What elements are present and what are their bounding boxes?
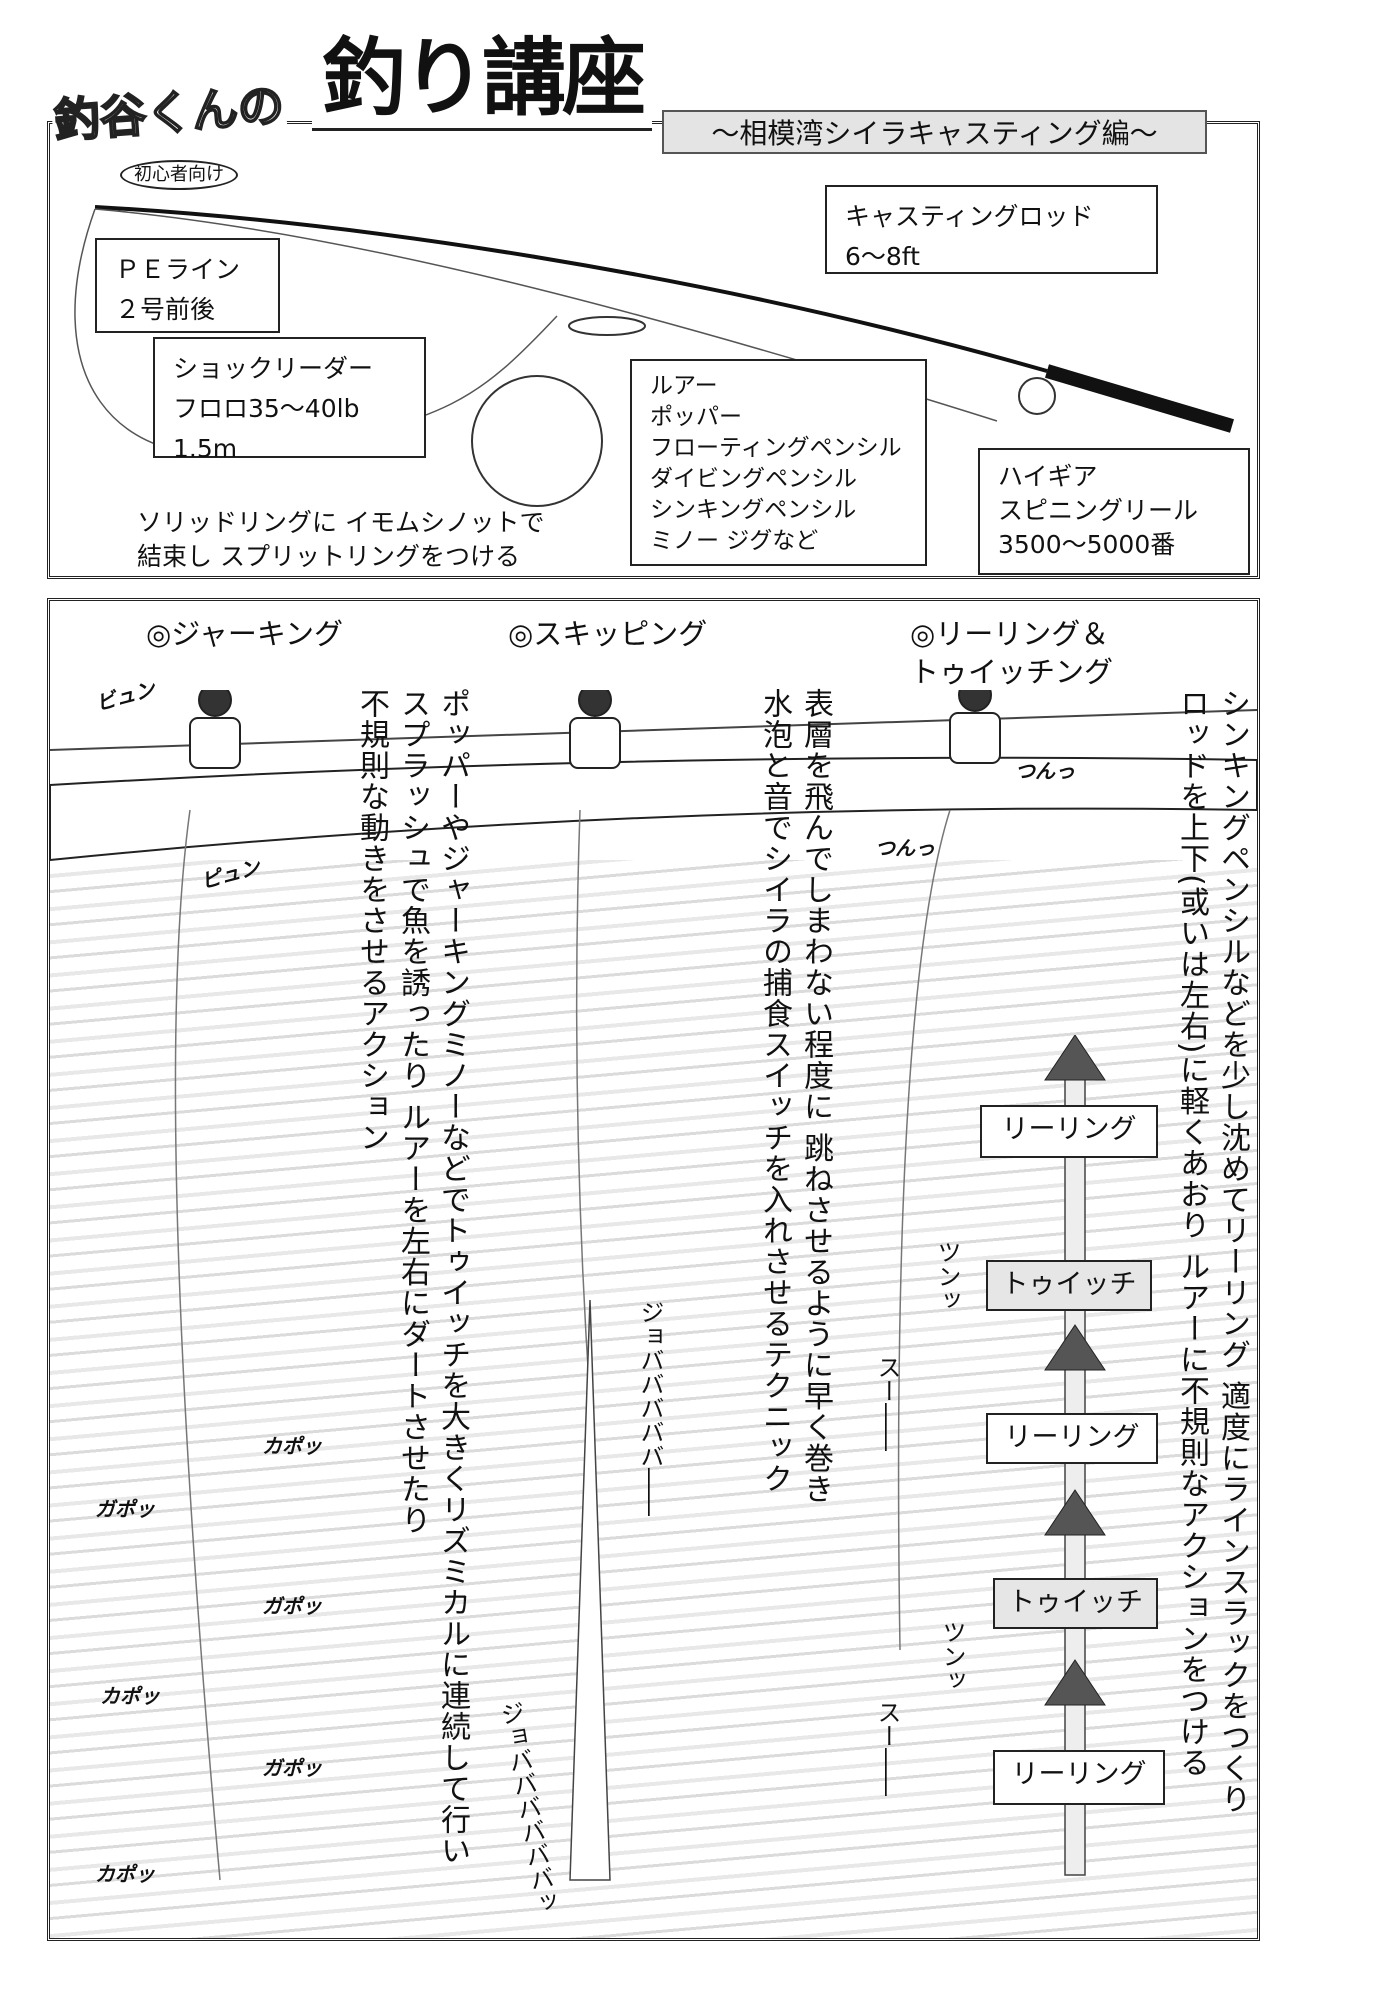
sfx: ガポッ	[262, 1756, 322, 1780]
line-paths	[174, 809, 951, 1881]
knot-caption-line: 結束し スプリットリングをつける	[137, 542, 520, 571]
sfx: ツンッ	[938, 1620, 966, 1692]
knot-detail-circle	[471, 375, 603, 507]
skipping-line	[575, 809, 591, 1401]
heading-jerking: ◎ジャーキング	[146, 617, 343, 651]
label-lure: ルアー ポッパー フローティングペンシル ダイビングペンシル シンキングペンシル…	[630, 359, 927, 566]
jerking-text-2: スプラッシュで魚を誘ったり ルアーを左右にダートさせたり	[395, 688, 430, 1536]
pe-line-name: ＰＥライン	[115, 255, 241, 284]
rod-illustration	[74, 205, 1234, 507]
sfx: カポッ	[95, 1862, 155, 1886]
step-twitch: トゥイッチ	[986, 1260, 1152, 1311]
jerking-text-3: 不規則な動きをさせるアクション	[354, 688, 389, 1153]
sfx: つんっ	[1015, 759, 1075, 783]
angler-jerking	[189, 690, 241, 769]
sfx: カポッ	[100, 1684, 160, 1708]
lure-item: ダイビングペンシル	[650, 466, 857, 492]
leader-name: ショックリーダー	[173, 354, 374, 383]
lure-item: ルアー	[650, 373, 718, 399]
lure-item: ポッパー	[650, 404, 742, 430]
knot-caption-line: ソリッドリングに イモムシノットで	[137, 508, 545, 537]
jerking-text-1: ポッパーやジャーキングミノーなどでトゥイッチを大きくリズミカルに連続して行い	[435, 688, 470, 1866]
reeling-text-2: ロッドを上下(或いは左右)に軽くあおり ルアーに不規則なアクションをつける	[1174, 688, 1209, 1778]
sfx: つんっ	[875, 836, 935, 860]
leader-length: 1.5m	[173, 434, 238, 463]
angler-skipping	[569, 690, 621, 769]
sfx: カポッ	[262, 1434, 322, 1458]
heading-skipping: ◎スキッピング	[508, 617, 708, 651]
angler-reeling	[949, 690, 1001, 764]
title-subtitle: 〜相模湾シイラキャスティング編〜	[662, 110, 1207, 154]
step-reeling: リーリング	[993, 1750, 1165, 1805]
sfx: ジョバババババ――	[636, 1300, 664, 1516]
heading-reeling: ◎リーリング＆ トゥイッチング	[910, 615, 1113, 691]
sfx: スー――	[873, 1355, 901, 1451]
sfx: ツンッ	[933, 1240, 961, 1312]
title-main: 釣り講座	[312, 28, 653, 131]
label-pe-line: ＰＥライン ２号前後	[95, 238, 280, 333]
reel-type: ハイギア	[998, 462, 1098, 491]
boat-hull	[50, 756, 1257, 862]
label-shock-leader: ショックリーダー フロロ35〜40lb 1.5m	[153, 337, 426, 463]
lure-item: フローティングペンシル	[650, 435, 902, 461]
title-badge: 初心者向け	[120, 160, 238, 190]
step-reeling: リーリング	[980, 1105, 1158, 1158]
arrow-head-icon	[1044, 1035, 1106, 1081]
rod-handle	[1045, 364, 1234, 433]
knot-caption: ソリッドリングに イモムシノットで 結束し スプリットリングをつける	[137, 506, 544, 574]
leader-spec: フロロ35〜40lb	[173, 394, 360, 423]
rod-name: キャスティングロッド	[845, 202, 1094, 231]
arrow-head-icon	[1044, 1659, 1106, 1706]
reeling-text-1: シンキングペンシルなどを少し沈めてリーリング 適度にラインスラックをつくり	[1215, 688, 1250, 1815]
reeling-line	[897, 809, 951, 1651]
pe-line-size: ２号前後	[115, 295, 216, 324]
skipping-text-2: 水泡と音でシイラの捕食スイッチを入れさせるテクニック	[757, 688, 792, 1494]
skipping-text-1: 表層を飛んでしまわない程度に 跳ねさせるように早く巻き	[798, 688, 833, 1505]
step-reeling: リーリング	[986, 1413, 1158, 1464]
rod-length: 6〜8ft	[845, 242, 920, 271]
arrow-head-icon	[1044, 1324, 1106, 1371]
boat-rail	[50, 709, 1257, 751]
lure-item: ミノー ジグなど	[650, 528, 819, 554]
reel-size: 3500〜5000番	[998, 530, 1176, 559]
heading-reeling-line2: トゥイッチング	[910, 655, 1114, 689]
reel-sketch	[1018, 377, 1056, 415]
heading-reeling-line1: ◎リーリング＆	[910, 617, 1110, 651]
step-twitch: トゥイッチ	[993, 1578, 1158, 1629]
lure-item: シンキングペンシル	[650, 497, 857, 523]
lure-sketch	[568, 316, 646, 336]
boat-illustration	[50, 690, 1257, 862]
arrow-head-icon	[1044, 1489, 1106, 1536]
reel-name: スピニングリール	[998, 496, 1199, 525]
sfx: ガポッ	[262, 1594, 322, 1618]
label-rod: キャスティングロッド 6〜8ft	[825, 185, 1158, 274]
skipping-spray	[569, 1299, 611, 1881]
jerking-line	[174, 809, 221, 1881]
label-reel: ハイギア スピニングリール 3500〜5000番	[978, 448, 1250, 575]
rod-blank	[94, 205, 1048, 373]
sfx: ガポッ	[95, 1497, 155, 1521]
sfx: スー――	[873, 1700, 901, 1796]
